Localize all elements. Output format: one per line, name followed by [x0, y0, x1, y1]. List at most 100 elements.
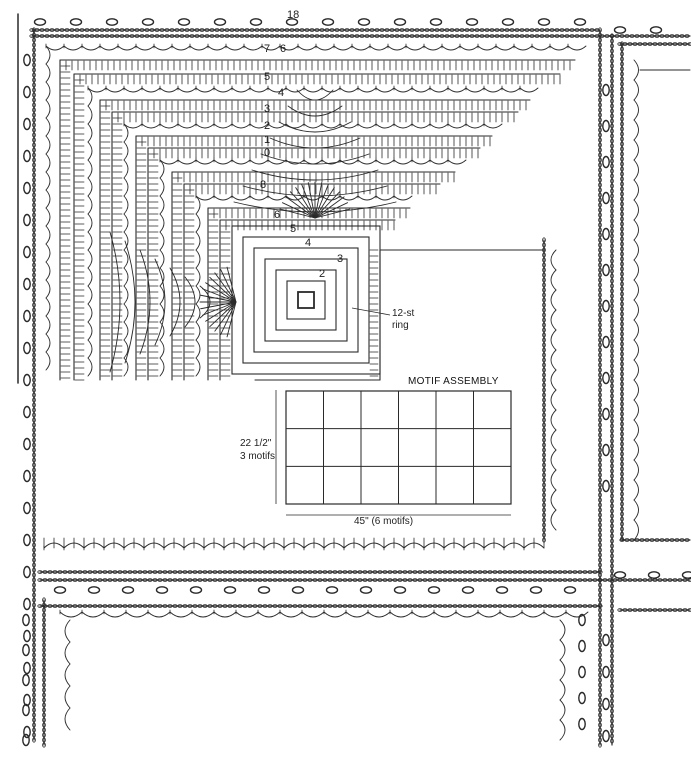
- chain-stitch: [452, 570, 458, 574]
- chain-stitch: [244, 28, 250, 32]
- chain-stitch: [598, 87, 602, 93]
- chain-arch: [550, 269, 557, 291]
- chain-arch: [559, 619, 566, 641]
- chain-stitch: [610, 288, 614, 294]
- picot-loop: [393, 586, 407, 594]
- pineapple-arch: [269, 137, 361, 149]
- chain-stitch: [427, 578, 433, 582]
- chain-stitch: [42, 727, 46, 733]
- chain-stitch: [484, 28, 490, 32]
- chain-stitch: [620, 351, 624, 357]
- chain-stitch: [32, 77, 36, 83]
- pineapple-arch: [278, 121, 352, 133]
- chain-stitch: [477, 604, 483, 608]
- picot-loop: [87, 586, 101, 594]
- chain-arch: [141, 123, 161, 129]
- chain-stitch: [598, 372, 602, 378]
- chain-stitch: [112, 604, 118, 608]
- chain-arch: [405, 45, 425, 51]
- chain-stitch: [357, 604, 363, 608]
- chain-arch: [64, 685, 71, 709]
- picot-loop: [359, 586, 373, 594]
- chain-stitch: [242, 570, 248, 574]
- picot-loop: [291, 586, 305, 594]
- chain-stitch: [397, 578, 403, 582]
- chain-stitch: [362, 578, 368, 582]
- chain-stitch: [627, 608, 633, 612]
- chain-stitch: [610, 308, 614, 314]
- chain-stitch: [277, 578, 283, 582]
- chain-stitch: [620, 516, 624, 522]
- chain-stitch: [542, 482, 546, 488]
- chain-stitch: [542, 362, 546, 368]
- pineapple-fan: [289, 191, 316, 219]
- chain-stitch: [542, 367, 546, 373]
- chain-arch: [64, 641, 71, 665]
- chain-stitch: [82, 604, 88, 608]
- chain-stitch: [569, 28, 575, 32]
- chain-stitch: [598, 92, 602, 98]
- chain-stitch: [32, 732, 36, 738]
- picot-loop: [23, 213, 31, 227]
- chain-stitch: [202, 604, 208, 608]
- chain-stitch: [587, 604, 593, 608]
- chain-stitch: [542, 412, 546, 418]
- chain-stitch: [539, 28, 545, 32]
- chain-stitch: [37, 604, 43, 608]
- chain-stitch: [598, 592, 602, 598]
- chain-stitch: [542, 487, 546, 493]
- pineapple-arch: [124, 240, 136, 364]
- chain-stitch: [610, 738, 614, 744]
- picot-loop: [681, 571, 691, 579]
- chain-arch: [477, 611, 501, 618]
- chain-stitch: [429, 28, 435, 32]
- picot-loop: [613, 26, 627, 34]
- chain-stitch: [542, 337, 546, 343]
- chain-stitch: [432, 578, 438, 582]
- chain-stitch: [69, 28, 75, 32]
- chain-stitch: [620, 466, 624, 472]
- chain-stitch: [610, 218, 614, 224]
- chain-stitch: [182, 570, 188, 574]
- chain-arch: [447, 123, 467, 129]
- chain-stitch: [542, 332, 546, 338]
- assembly-height-label: 22 1/2": [240, 438, 272, 449]
- chain-arch: [633, 379, 639, 401]
- chain-arch: [633, 219, 639, 241]
- chain-stitch: [598, 667, 602, 673]
- chain-stitch: [562, 578, 568, 582]
- chain-stitch: [667, 42, 673, 46]
- chain-stitch: [224, 34, 230, 38]
- row-number: 5: [290, 223, 296, 235]
- row-number: 7: [264, 43, 270, 55]
- chain-stitch: [542, 267, 546, 273]
- picot-loop: [649, 26, 663, 34]
- chain-stitch: [598, 212, 602, 218]
- chain-stitch: [598, 712, 602, 718]
- chain-stitch: [598, 102, 602, 108]
- pineapple-fan: [314, 191, 341, 219]
- chain-stitch: [447, 570, 453, 574]
- chain-stitch: [39, 28, 45, 32]
- chain-stitch: [32, 57, 36, 63]
- chain-stitch: [414, 28, 420, 32]
- chain-stitch: [359, 28, 365, 32]
- chain-arch: [45, 315, 51, 335]
- chain-stitch: [598, 257, 602, 263]
- chain-stitch: [620, 196, 624, 202]
- chain-stitch: [102, 570, 108, 574]
- chain-arch: [45, 207, 51, 227]
- chain-stitch: [620, 126, 624, 132]
- chain-stitch: [239, 28, 245, 32]
- chain-stitch: [620, 181, 624, 187]
- chain-arch: [477, 45, 497, 51]
- chain-stitch: [292, 570, 298, 574]
- chain-stitch: [32, 632, 36, 638]
- chain-stitch: [87, 604, 93, 608]
- assembly-width-label: 45" (6 motifs): [354, 516, 413, 527]
- chain-stitch: [122, 570, 128, 574]
- chain-stitch: [620, 216, 624, 222]
- chain-stitch: [117, 578, 123, 582]
- chain-stitch: [379, 28, 385, 32]
- chain-stitch: [610, 703, 614, 709]
